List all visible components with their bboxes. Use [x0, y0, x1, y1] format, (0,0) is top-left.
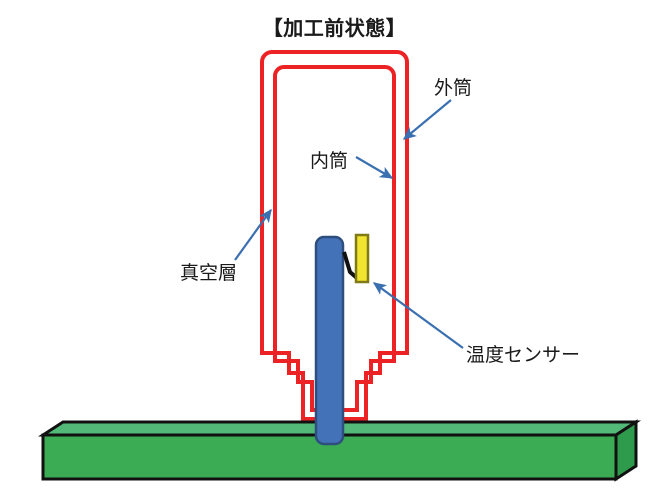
- label-vacuum-layer: 真空層: [180, 262, 238, 284]
- inner-cylinder-wall: [273, 65, 396, 412]
- label-outer-cylinder: 外筒: [434, 77, 473, 99]
- label-inner-cylinder: 内筒: [310, 150, 349, 172]
- inner-cylinder-leader-arrow: [355, 156, 394, 179]
- page-title: 【加工前状態】: [262, 16, 407, 40]
- tool-shaft: [314, 235, 345, 446]
- outer-cylinder-wall: [260, 50, 409, 421]
- temperature-sensor-leader-arrow: [372, 282, 464, 349]
- outer-cylinder-leader-arrow: [402, 99, 452, 140]
- workpiece-front-face: [41, 433, 618, 481]
- vacuum-layer-leader-arrow: [234, 208, 272, 261]
- temperature-sensor: [354, 233, 370, 284]
- label-temperature-sensor: 温度センサー: [466, 344, 581, 366]
